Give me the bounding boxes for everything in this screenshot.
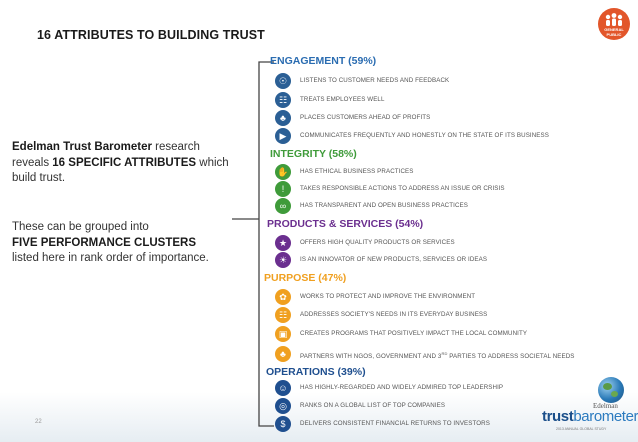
attribute-label-head: PARTNERS WITH NGOs, GOVERNMENT AND 3 xyxy=(300,353,442,361)
page-number: 22 xyxy=(35,419,42,425)
globe-icon xyxy=(598,377,624,403)
attribute-label: RANKS ON A GLOBAL LIST OF TOP COMPANIES xyxy=(300,402,446,409)
community-icon: ☷ xyxy=(275,307,291,323)
attribute-label: DELIVERS CONSISTENT FINANCIAL RETURNS TO… xyxy=(300,420,490,427)
globe-land xyxy=(611,391,618,397)
attribute-label: WORKS TO PROTECT AND IMPROVE THE ENVIRON… xyxy=(300,293,476,300)
logo-barometer: barometer xyxy=(573,408,638,425)
attribute-label: ADDRESSES SOCIETY'S NEEDS IN ITS EVERYDA… xyxy=(300,311,488,318)
intro-rest-1: research reveals xyxy=(12,141,200,169)
people-group-icon xyxy=(605,13,623,26)
megaphone-icon: ▶ xyxy=(275,128,291,144)
grouped-paragraph: These can be grouped into FIVE PERFORMAN… xyxy=(12,220,232,267)
grouped-line-2: listed here in rank order of importance. xyxy=(12,252,209,264)
attribute-label: PLACES CUSTOMERS AHEAD OF PROFITS xyxy=(300,114,431,121)
cluster-title-integrity: INTEGRITY (58%) xyxy=(270,148,357,160)
intro-strong: Edelman Trust Barometer xyxy=(12,141,152,153)
trust-barometer-logo: trustbarometer xyxy=(542,408,638,425)
leader-icon: ☺ xyxy=(275,380,291,396)
attribute-label: HAS ETHICAL BUSINESS PRACTICES xyxy=(300,168,414,175)
cluster-title-engagement: ENGAGEMENT (59%) xyxy=(270,55,377,67)
grouped-highlight: FIVE PERFORMANCE CLUSTERS xyxy=(12,236,197,249)
attribute-label-sup: RD xyxy=(441,351,448,356)
attribute-label: IS AN INNOVATOR OF NEW PRODUCTS, SERVICE… xyxy=(300,256,488,263)
handshake-icon: ♣ xyxy=(275,110,291,126)
attribute-label: OFFERS HIGH QUALITY PRODUCTS OR SERVICES xyxy=(300,239,455,246)
bottom-band xyxy=(0,392,638,442)
cluster-title-operations: OPERATIONS (39%) xyxy=(266,366,366,378)
lightbulb-icon: ☀ xyxy=(275,252,291,268)
globe-list-icon: ◎ xyxy=(275,398,291,414)
general-public-logo: GENERAL PUBLIC xyxy=(598,8,630,40)
partners-icon: ♣ xyxy=(275,346,291,362)
leaf-icon: ✿ xyxy=(275,289,291,305)
cluster-title-purpose: PURPOSE (47%) xyxy=(264,272,347,284)
money-icon: $ xyxy=(275,416,291,432)
edelman-wordmark: Edelman xyxy=(593,402,618,410)
bracket-lines xyxy=(232,61,274,427)
building-icon: ▣ xyxy=(275,326,291,342)
logo-trust: trust xyxy=(542,408,574,425)
attribute-label: LISTENS TO CUSTOMER NEEDS AND FEEDBACK xyxy=(300,77,450,84)
attribute-label: TAKES RESPONSIBLE ACTIONS TO ADDRESS AN … xyxy=(300,185,505,192)
cluster-title-products: PRODUCTS & SERVICES (54%) xyxy=(267,218,424,230)
intro-rest-2: which build trust. xyxy=(12,156,229,185)
attribute-label: PARTNERS WITH NGOs, GOVERNMENT AND 3RD P… xyxy=(300,350,575,361)
intro-paragraph: Edelman Trust Barometer research reveals… xyxy=(12,140,232,187)
grouped-line-1: These can be grouped into xyxy=(12,221,149,233)
attribute-label: HAS TRANSPARENT AND OPEN BUSINESS PRACTI… xyxy=(300,202,468,209)
attribute-label: CREATES PROGRAMS THAT POSITIVELY IMPACT … xyxy=(300,330,528,337)
glasses-icon: ∞ xyxy=(275,198,291,214)
thumbs-up-icon: ✋ xyxy=(275,164,291,180)
people-icon: ☷ xyxy=(275,92,291,108)
logo-badge-text: GENERAL PUBLIC xyxy=(604,27,624,37)
attribute-label: TREATS EMPLOYEES WELL xyxy=(300,96,385,103)
globe-land xyxy=(603,383,612,390)
slide-title: 16 ATTRIBUTES TO BUILDING TRUST xyxy=(37,28,265,42)
exclamation-icon: ! xyxy=(275,181,291,197)
attribute-label-tail: PARTIES TO ADDRESS SOCIETAL NEEDS xyxy=(447,353,575,361)
attribute-label: COMMUNICATES FREQUENTLY AND HONESTLY ON … xyxy=(300,132,549,139)
ear-icon: ☉ xyxy=(275,73,291,89)
star-icon: ★ xyxy=(275,235,291,251)
attribute-label: HAS HIGHLY-REGARDED AND WIDELY ADMIRED T… xyxy=(300,384,504,391)
brand-tagline: 2013 ANNUAL GLOBAL STUDY xyxy=(556,427,607,431)
intro-highlight: 16 SPECIFIC ATTRIBUTES xyxy=(52,156,197,169)
